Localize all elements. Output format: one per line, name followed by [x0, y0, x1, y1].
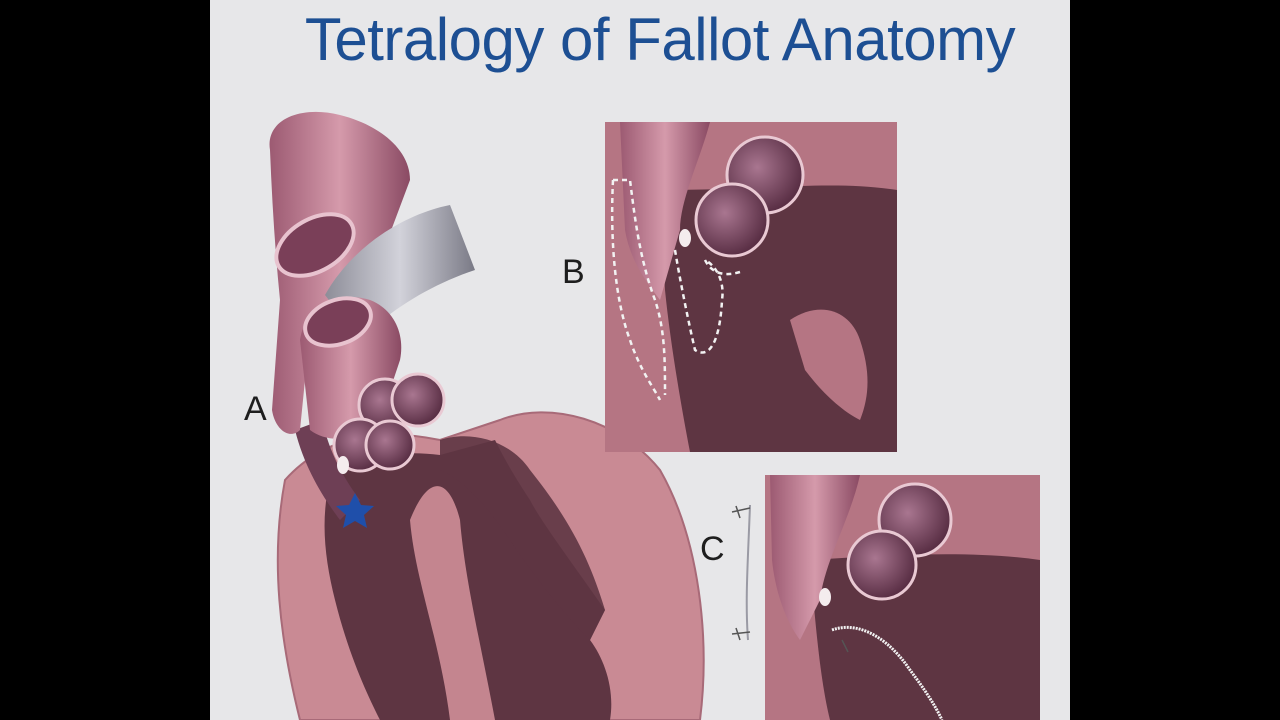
panel-c-label: C [700, 530, 725, 568]
slide-title-bar: Tetralogy of Fallot Anatomy [210, 0, 1070, 80]
panel-a-heart [269, 111, 705, 720]
panel-a-label: A [244, 390, 267, 428]
slide-title: Tetralogy of Fallot Anatomy [304, 6, 1016, 73]
panel-a-star [336, 493, 374, 528]
panel-b-heart [605, 122, 897, 453]
star-icon [336, 493, 374, 528]
heart-illustrations [269, 111, 1040, 720]
slide: Tetralogy of Fallot Anatomy [210, 0, 1070, 720]
panel-b-label: B [562, 253, 585, 291]
panel-c-heart [731, 475, 1040, 720]
